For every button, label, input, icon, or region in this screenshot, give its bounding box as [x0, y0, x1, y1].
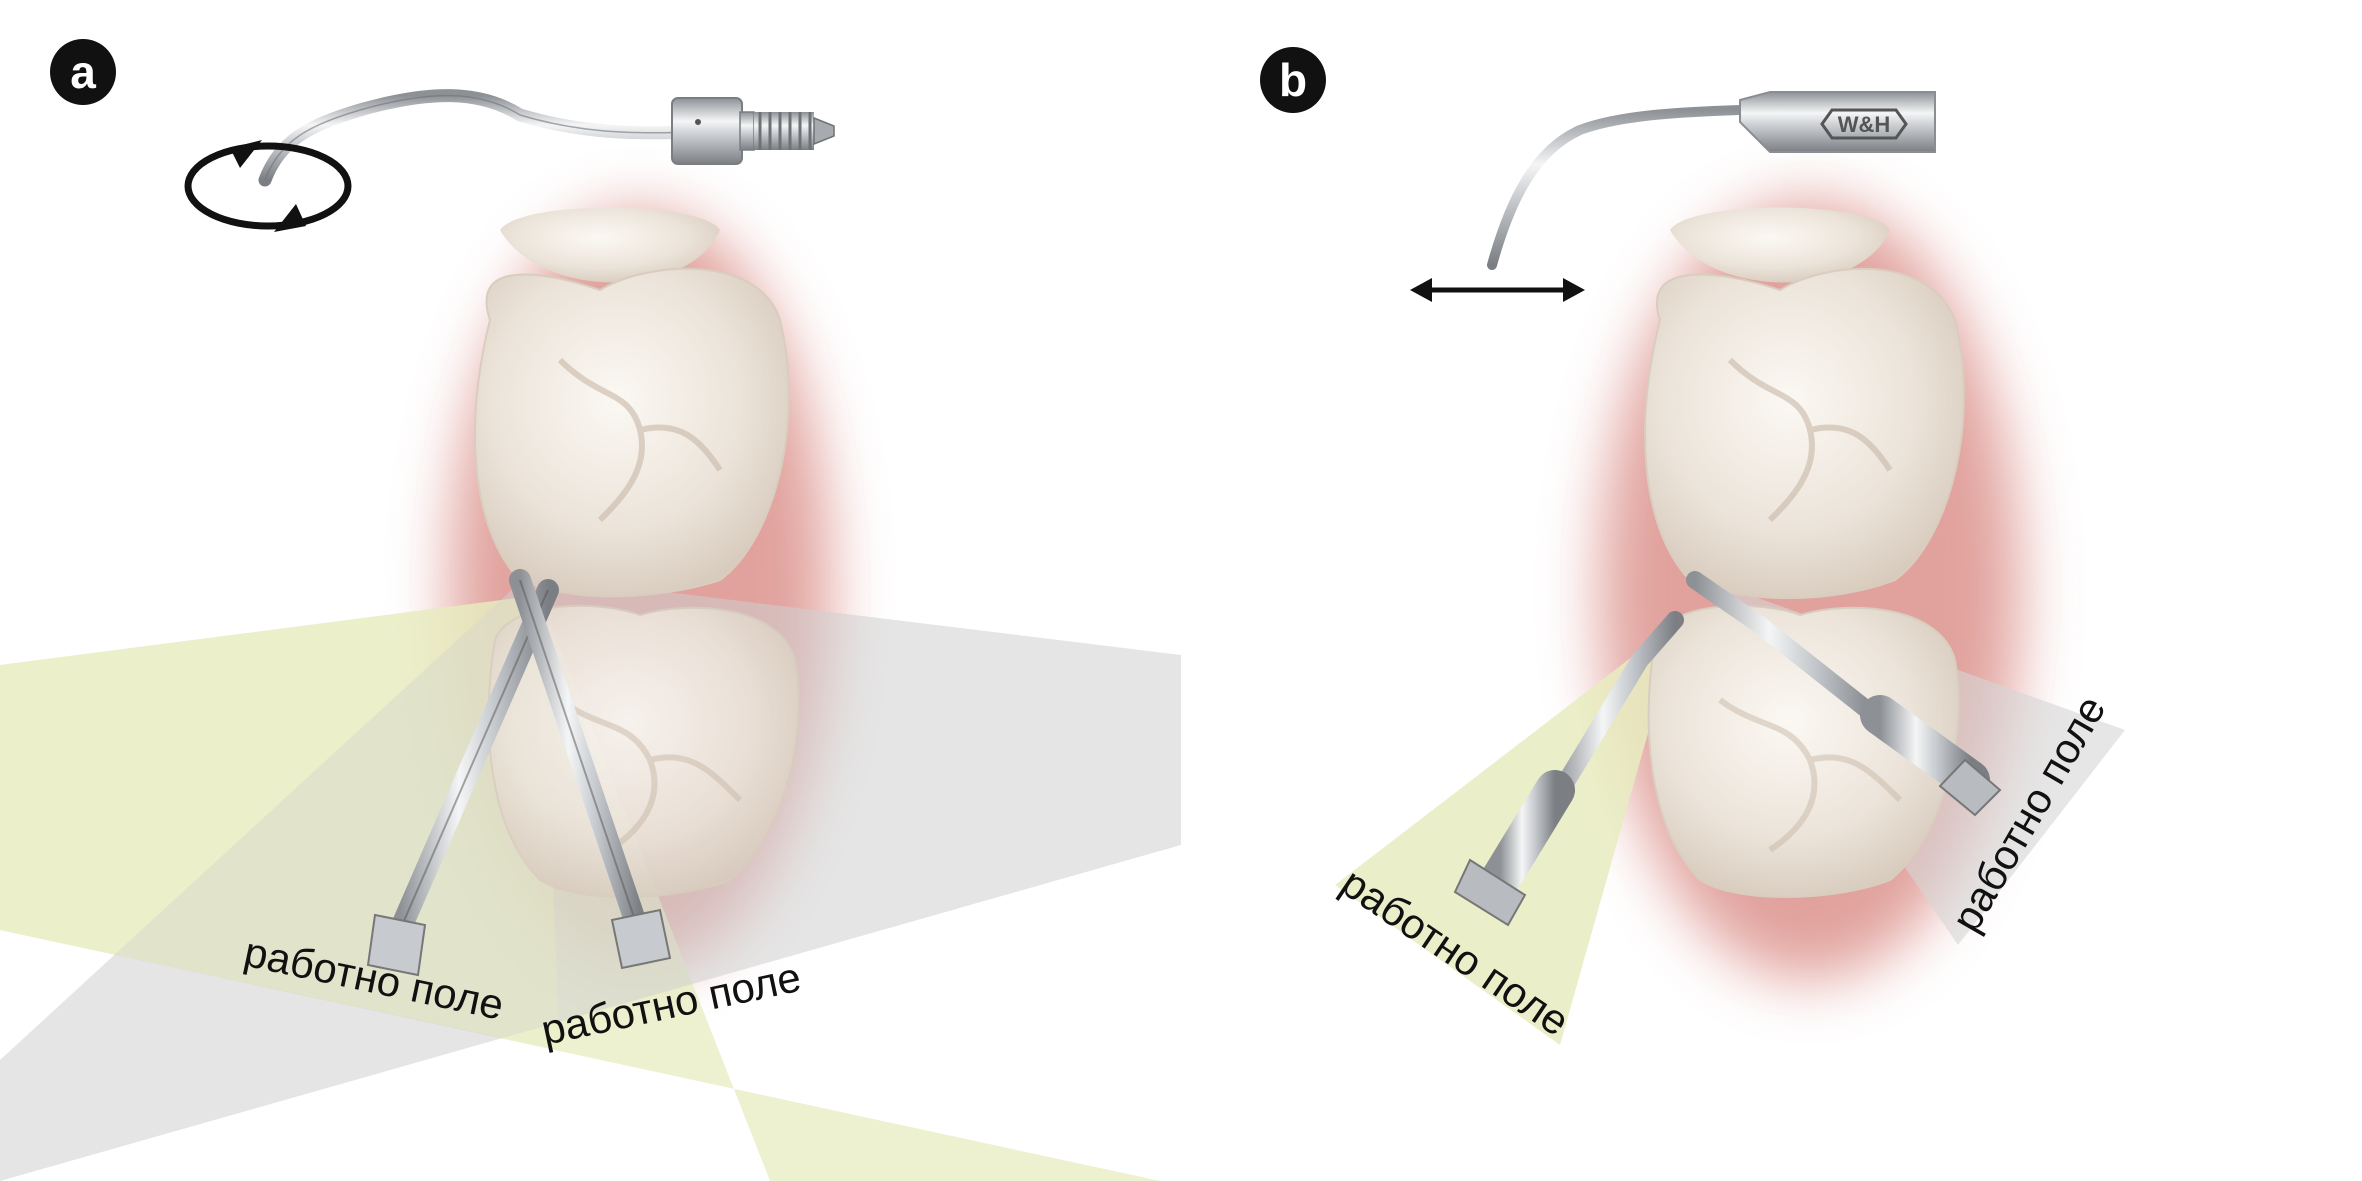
- panel-b: W&H работно поле работно поле b: [1260, 47, 2125, 1045]
- panel-badge-a: a: [50, 39, 116, 105]
- lower-molar-groove: [558, 697, 743, 853]
- panel-a: работно поле работно поле a: [0, 39, 1181, 1181]
- brand-logo: W&H: [1820, 108, 1908, 140]
- lower-molar-groove: [1718, 697, 1903, 853]
- piezo-tip-curved: W&H: [1487, 91, 1936, 270]
- svg-text:a: a: [70, 46, 96, 98]
- upper-molar: [1644, 267, 1965, 600]
- instrument-tip-right-b: [1686, 571, 2002, 817]
- rotation-arrow-icon: [184, 140, 352, 232]
- sonic-tip-curved: [258, 89, 835, 187]
- panel-badge-b: b: [1260, 47, 1326, 113]
- instrument-tip-right: [509, 569, 672, 970]
- upper-tooth-tip: [1670, 207, 1890, 283]
- instrument-tip-left: [366, 579, 559, 977]
- upper-tooth-tip: [500, 207, 720, 283]
- linear-motion-arrow-icon: [1410, 278, 1585, 302]
- upper-molar: [474, 267, 790, 598]
- upper-molar-groove: [1727, 357, 1893, 523]
- thread: [754, 112, 814, 150]
- upper-molar-groove: [557, 357, 723, 523]
- svg-text:b: b: [1279, 54, 1307, 106]
- svg-text:W&H: W&H: [1838, 112, 1891, 137]
- instrument-tip-left-b: [1453, 611, 1684, 927]
